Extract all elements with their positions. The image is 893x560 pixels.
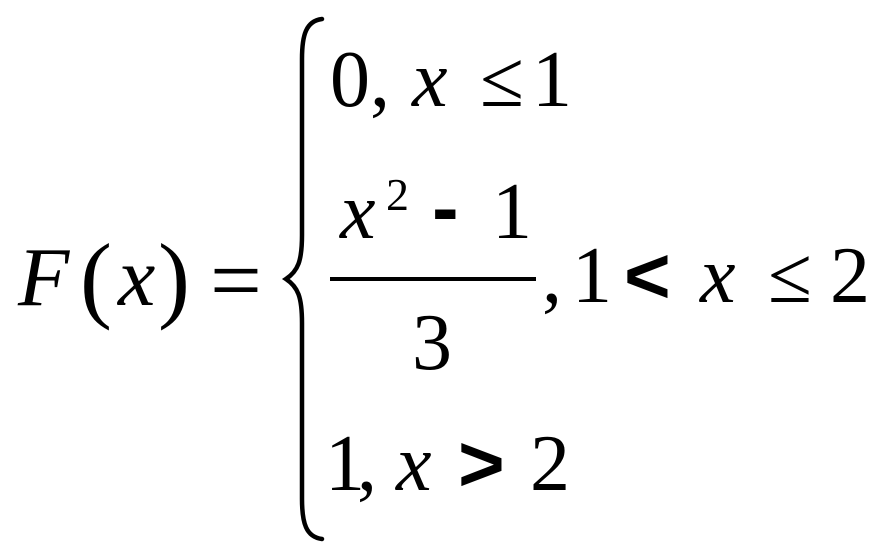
case-3-value: 1 xyxy=(325,420,365,508)
case-2-numerator-exponent: 2 xyxy=(386,169,409,220)
case-1-condition-variable: x xyxy=(412,36,448,124)
case-3-condition-operator: > xyxy=(458,419,505,508)
equals-sign: = xyxy=(210,229,262,331)
case-3-condition-bound: 2 xyxy=(530,420,570,508)
case-2-condition-upper: 2 xyxy=(830,232,870,320)
case-2-condition-lower: 1 xyxy=(572,232,612,320)
case-2-condition-operator-lower: < xyxy=(624,231,671,320)
case-3-comma: , xyxy=(357,420,377,508)
close-paren: ) xyxy=(158,224,190,331)
case-2-numerator-variable: x xyxy=(340,168,376,256)
case-3-condition-variable: x xyxy=(396,420,432,508)
case-2-comma: , xyxy=(542,232,562,320)
case-2-condition-operator-upper: ≤ xyxy=(768,232,812,320)
case-2-numerator-constant: 1 xyxy=(492,168,532,256)
fraction-bar xyxy=(330,277,536,281)
case-2-condition-variable: x xyxy=(700,232,736,320)
case-1-value: 0 xyxy=(330,36,370,124)
open-paren: ( xyxy=(80,224,112,331)
case-1-condition-bound: 1 xyxy=(532,36,572,124)
case-2-numerator-operator: - xyxy=(432,163,459,252)
case-1-comma: , xyxy=(370,36,390,124)
case-1-condition-operator: ≤ xyxy=(480,36,524,124)
case-2-denominator: 3 xyxy=(412,299,452,387)
left-brace-icon xyxy=(281,16,325,542)
function-argument: x xyxy=(118,231,156,324)
function-name: F xyxy=(18,231,70,324)
